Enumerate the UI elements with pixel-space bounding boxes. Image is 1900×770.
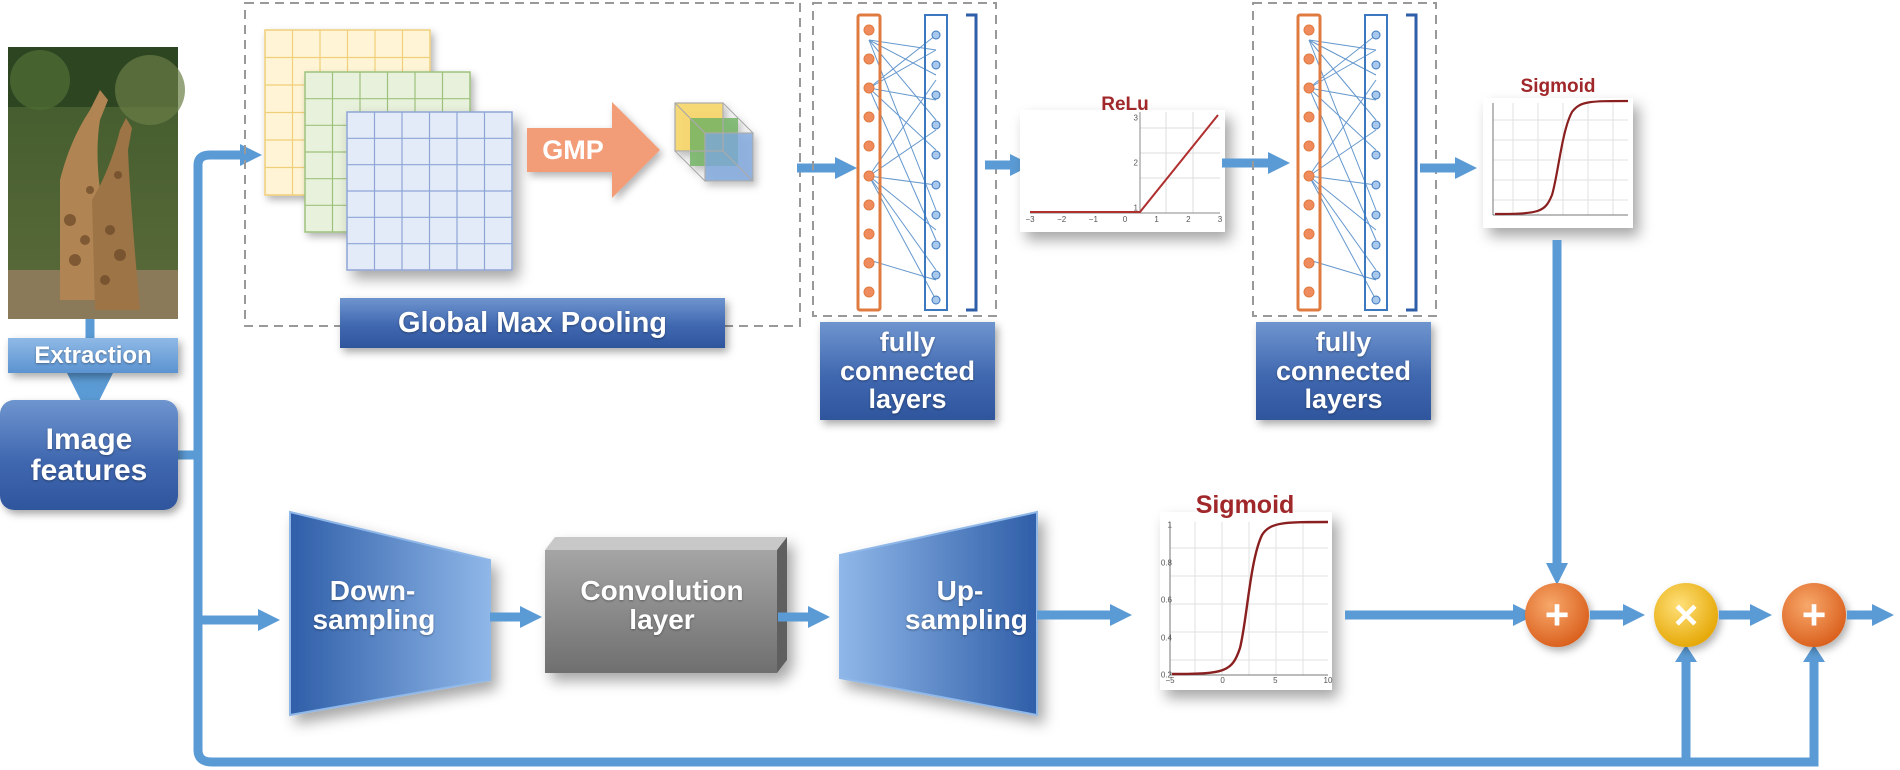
tick-label: 1 — [1133, 203, 1138, 213]
tick-label: 0 — [1122, 215, 1128, 224]
arrow-head — [240, 144, 262, 166]
arrow-head — [1623, 604, 1645, 626]
fc1-label: fully connected layers — [820, 322, 995, 420]
arrow-head — [1546, 563, 1568, 585]
convolution-block — [545, 537, 787, 673]
down-sampling-text: Down-sampling — [312, 574, 436, 635]
fc2-text: fully connected layers — [1275, 327, 1412, 415]
add-operator-2 — [1782, 583, 1846, 647]
multiply-operator-symbol: × — [1654, 583, 1718, 647]
up-sampling-text: Up-sampling — [905, 574, 1028, 635]
image-features-box: Image features — [0, 400, 178, 510]
convolution-layer-label: Convolution layer — [548, 560, 776, 650]
arrow-head — [1268, 152, 1290, 174]
arrow-head — [1110, 604, 1132, 626]
sigmoid-bottom-title: Sigmoid — [1180, 490, 1310, 520]
arrow-head — [1750, 604, 1772, 626]
convolution-layer-text: Convolution layer — [580, 574, 744, 635]
fc2-label: fully connected layers — [1256, 322, 1431, 420]
tick-label: 0.2 — [1160, 670, 1172, 680]
sigmoid-bottom-curve — [1171, 520, 1329, 676]
arrow-head — [808, 606, 830, 628]
global-max-pooling-label: Global Max Pooling — [340, 298, 725, 348]
gmp-text: GMP — [542, 134, 604, 165]
extraction-text: Extraction — [34, 341, 152, 369]
feature-map-blue — [346, 111, 513, 271]
tick-label: 10 — [1323, 676, 1333, 685]
add-1-text: + — [1544, 590, 1570, 638]
tick-label: 5 — [1273, 676, 1278, 685]
tick-label: −3 — [1025, 215, 1035, 224]
arrow-head — [1675, 645, 1697, 662]
relu-title-text: ReLu — [1101, 94, 1149, 116]
arrow-head — [1513, 604, 1535, 626]
pooled-feature-cube — [674, 102, 754, 182]
gmp-label: GMP — [532, 133, 614, 167]
fc2-region — [1252, 2, 1437, 317]
sigmoid-top-title: Sigmoid — [1508, 74, 1608, 100]
arrow-head — [258, 609, 280, 631]
arrow-head — [1455, 157, 1477, 179]
down-sampling-label: Down-sampling — [300, 560, 445, 650]
sigmoid-top-curve — [1494, 99, 1629, 216]
extraction-label: Extraction — [8, 338, 178, 373]
arrow-head — [1803, 645, 1825, 662]
multiply-operator — [1654, 583, 1718, 647]
tick-label: 1 — [1167, 520, 1172, 530]
gmp-arrow — [527, 102, 660, 198]
tick-label: −5 — [1165, 676, 1175, 685]
sigmoid-bottom-x-ticks: −5 0 5 10 — [1165, 676, 1332, 688]
tick-label: 0.8 — [1160, 558, 1172, 567]
tick-label: 0 — [1220, 676, 1225, 685]
giraffe-photo — [8, 47, 185, 319]
sigmoid-bottom-y-ticks: 0.2 0.4 0.6 0.8 1 — [1160, 521, 1172, 680]
flow-line-residual — [193, 450, 1819, 767]
fc1-text: fully connected layers — [839, 327, 976, 415]
relu-y-ticks: 1 2 3 — [1124, 114, 1138, 213]
relu-title: ReLu — [1080, 92, 1170, 118]
tick-label: 0.4 — [1160, 633, 1172, 642]
sigmoid-bottom-plot — [1169, 520, 1329, 676]
sigmoid-bottom-chart — [1160, 512, 1332, 690]
relu-x-ticks: −3 −2 −1 0 1 2 3 — [1025, 215, 1223, 227]
tick-label: 3 — [1217, 215, 1223, 224]
fc2-network — [1296, 13, 1418, 312]
up-sampling-label: Up-sampling — [890, 560, 1030, 650]
fc1-region — [812, 2, 997, 317]
multiply-text: × — [1673, 590, 1699, 638]
down-sampling-shape — [289, 510, 491, 717]
up-sampling-shape — [839, 510, 1038, 717]
tick-label: −1 — [1088, 215, 1098, 224]
tick-label: 3 — [1133, 113, 1138, 123]
tick-label: 2 — [1186, 215, 1191, 224]
tick-label: 1 — [1154, 215, 1159, 224]
arrow-head — [835, 157, 857, 179]
add-operator-1 — [1525, 583, 1589, 647]
relu-plot — [1030, 112, 1220, 214]
add-operator-1-symbol: + — [1525, 583, 1589, 647]
image-features-text: Image features — [30, 422, 148, 487]
flow-line-top-branch — [178, 150, 240, 460]
output-arrow-head — [1872, 604, 1894, 626]
relu-curve — [1030, 114, 1219, 213]
tick-label: 2 — [1133, 158, 1138, 168]
global-max-pooling-text: Global Max Pooling — [397, 306, 668, 339]
tick-label: −2 — [1057, 215, 1067, 224]
sigmoid-top-plot — [1492, 99, 1629, 216]
sigmoid-top-title-text: Sigmoid — [1520, 76, 1596, 98]
add-2-text: + — [1801, 590, 1827, 638]
fc1-network — [856, 13, 978, 312]
sigmoid-bottom-title-text: Sigmoid — [1195, 490, 1295, 519]
tick-label: 0.6 — [1160, 595, 1172, 605]
add-operator-2-symbol: + — [1782, 583, 1846, 647]
arrow-head — [520, 606, 542, 628]
